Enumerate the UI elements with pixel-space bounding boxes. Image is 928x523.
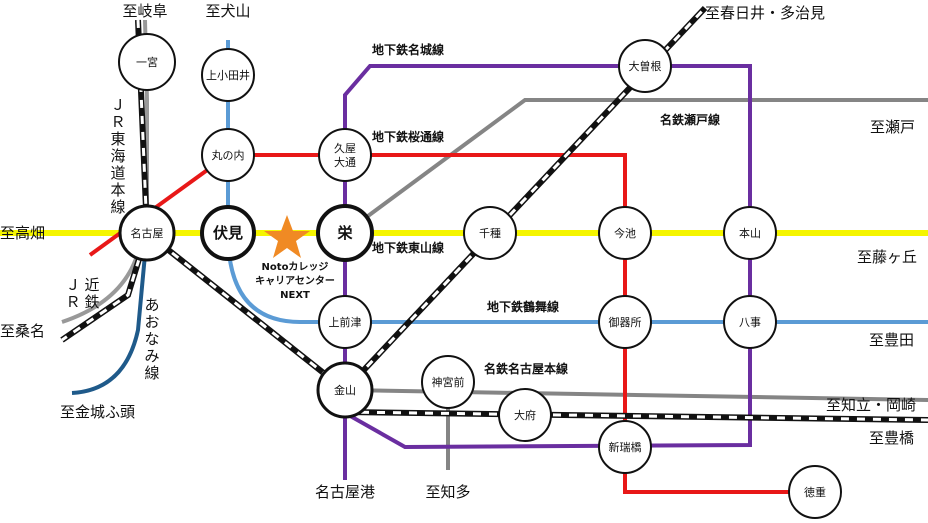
- dest-toyota: 至豊田: [869, 331, 914, 349]
- dest-chiryu: 至知立・岡崎: [826, 396, 916, 414]
- jr-tokaido-line-dash: [61, 19, 149, 342]
- dest-chita: 至知多: [425, 483, 470, 501]
- station-tokushige: 徳重: [788, 465, 842, 519]
- svg-text:鉄: 鉄: [84, 293, 99, 311]
- line-label-meijo: 地下鉄名城線: [372, 42, 444, 57]
- svg-text:お: お: [144, 313, 159, 331]
- station-ozone: 大曽根: [618, 39, 672, 93]
- line-label-aonami: あ お な み 線: [144, 296, 159, 382]
- aonami-line: [71, 232, 149, 395]
- svg-text:み: み: [144, 347, 159, 365]
- station-gokiso: 御器所: [598, 295, 652, 349]
- dest-toyohashi: 至豊橋: [869, 429, 914, 447]
- station-sakae: 栄: [316, 204, 374, 262]
- dest-fujigaoka: 至藤ヶ丘: [857, 248, 917, 266]
- svg-text:本: 本: [110, 181, 125, 199]
- dest-inuyama: 至犬山: [205, 2, 250, 20]
- dest-gifu: 至岐阜: [122, 2, 167, 20]
- line-label-higashiyama: 地下鉄東山線: [372, 240, 444, 255]
- dest-kasugai: 至春日井・多治見: [705, 4, 825, 22]
- line-label-jr-kintetsu: Ｊ Ｒ 近 鉄: [65, 276, 99, 311]
- svg-text:Ｒ: Ｒ: [110, 113, 125, 131]
- dest-kinjo: 至金城ふ頭: [60, 403, 135, 421]
- station-chikusa: 千種: [463, 206, 517, 260]
- station-fushimi: 伏見: [200, 205, 256, 261]
- station-aratamabashi: 新瑞橋: [598, 420, 652, 474]
- dest-takabata: 至高畑: [0, 224, 45, 242]
- station-label: 大曽根: [629, 59, 662, 73]
- station-label-1: 久屋: [334, 142, 356, 155]
- svg-text:海: 海: [110, 147, 125, 165]
- station-label: 一宮: [136, 55, 158, 69]
- svg-text:道: 道: [110, 164, 125, 182]
- line-label-sakuradori: 地下鉄桜通線: [372, 129, 444, 144]
- school-name-line-3: NEXT: [280, 290, 310, 301]
- svg-text:あ: あ: [144, 296, 159, 314]
- station-label: 徳重: [804, 485, 826, 499]
- svg-text:線: 線: [110, 198, 125, 216]
- svg-text:東: 東: [110, 130, 125, 148]
- school-name-line-1: Notoカレッジ: [262, 261, 329, 273]
- station-ichinomiya: 一宮: [118, 33, 176, 91]
- school-name-line-2: キャリアセンター: [255, 275, 335, 287]
- line-label-tsurumai: 地下鉄鶴舞線: [487, 299, 559, 314]
- station-label: 伏見: [213, 224, 243, 242]
- station-nagoya: 名古屋: [118, 204, 176, 262]
- station-label: 丸の内: [212, 148, 245, 162]
- station-label: 上前津: [329, 315, 362, 329]
- station-marunouchi: 丸の内: [201, 128, 255, 182]
- jr-east-line-dash: [344, 410, 928, 422]
- svg-text:線: 線: [144, 364, 159, 382]
- station-label: 名古屋: [131, 226, 164, 240]
- sakuradori-line: [88, 153, 810, 494]
- station-label: 神宮前: [432, 375, 465, 389]
- station-motoyama: 本山: [723, 206, 777, 260]
- station-label: 千種: [479, 226, 501, 240]
- dest-nagoyako: 名古屋港: [315, 483, 375, 501]
- station-obu: 大府: [498, 388, 552, 442]
- dest-kuwana: 至桑名: [0, 322, 45, 340]
- line-label-jr-tokaido: Ｊ Ｒ 東 海 道 本 線: [110, 96, 125, 216]
- station-imaike: 今池: [598, 206, 652, 260]
- station-label: 新瑞橋: [609, 440, 642, 454]
- station-label: 本山: [739, 226, 761, 240]
- station-yagoto: 八事: [723, 295, 777, 349]
- jr-nagoya-kanayama-dash: [146, 231, 346, 392]
- station-label: 大府: [514, 408, 536, 422]
- star-icon: [264, 215, 310, 258]
- station-label: 栄: [336, 224, 353, 242]
- svg-text:Ｒ: Ｒ: [65, 293, 80, 311]
- station-hisaya: 久屋 大通: [318, 128, 372, 182]
- station-label-2: 大通: [334, 155, 356, 169]
- station-label: 金山: [334, 383, 356, 397]
- station-kamiotai: 上小田井: [201, 48, 255, 102]
- svg-text:Ｊ: Ｊ: [110, 96, 125, 114]
- station-label: 八事: [739, 316, 761, 329]
- line-label-meitetsu: 名鉄名古屋本線: [484, 361, 568, 376]
- line-label-seto: 名鉄瀬戸線: [660, 112, 720, 127]
- station-kanayama: 金山: [316, 361, 374, 419]
- dest-seto: 至瀬戸: [870, 118, 915, 136]
- station-label: 今池: [614, 226, 636, 240]
- svg-text:Ｊ: Ｊ: [65, 276, 80, 294]
- station-jingumae: 神宮前: [421, 355, 475, 409]
- svg-text:近: 近: [84, 276, 99, 294]
- station-label: 御器所: [609, 315, 642, 329]
- seto-line: [343, 98, 928, 235]
- svg-text:な: な: [144, 330, 159, 348]
- station-kamimaezu: 上前津: [318, 295, 372, 349]
- station-label: 上小田井: [206, 68, 250, 82]
